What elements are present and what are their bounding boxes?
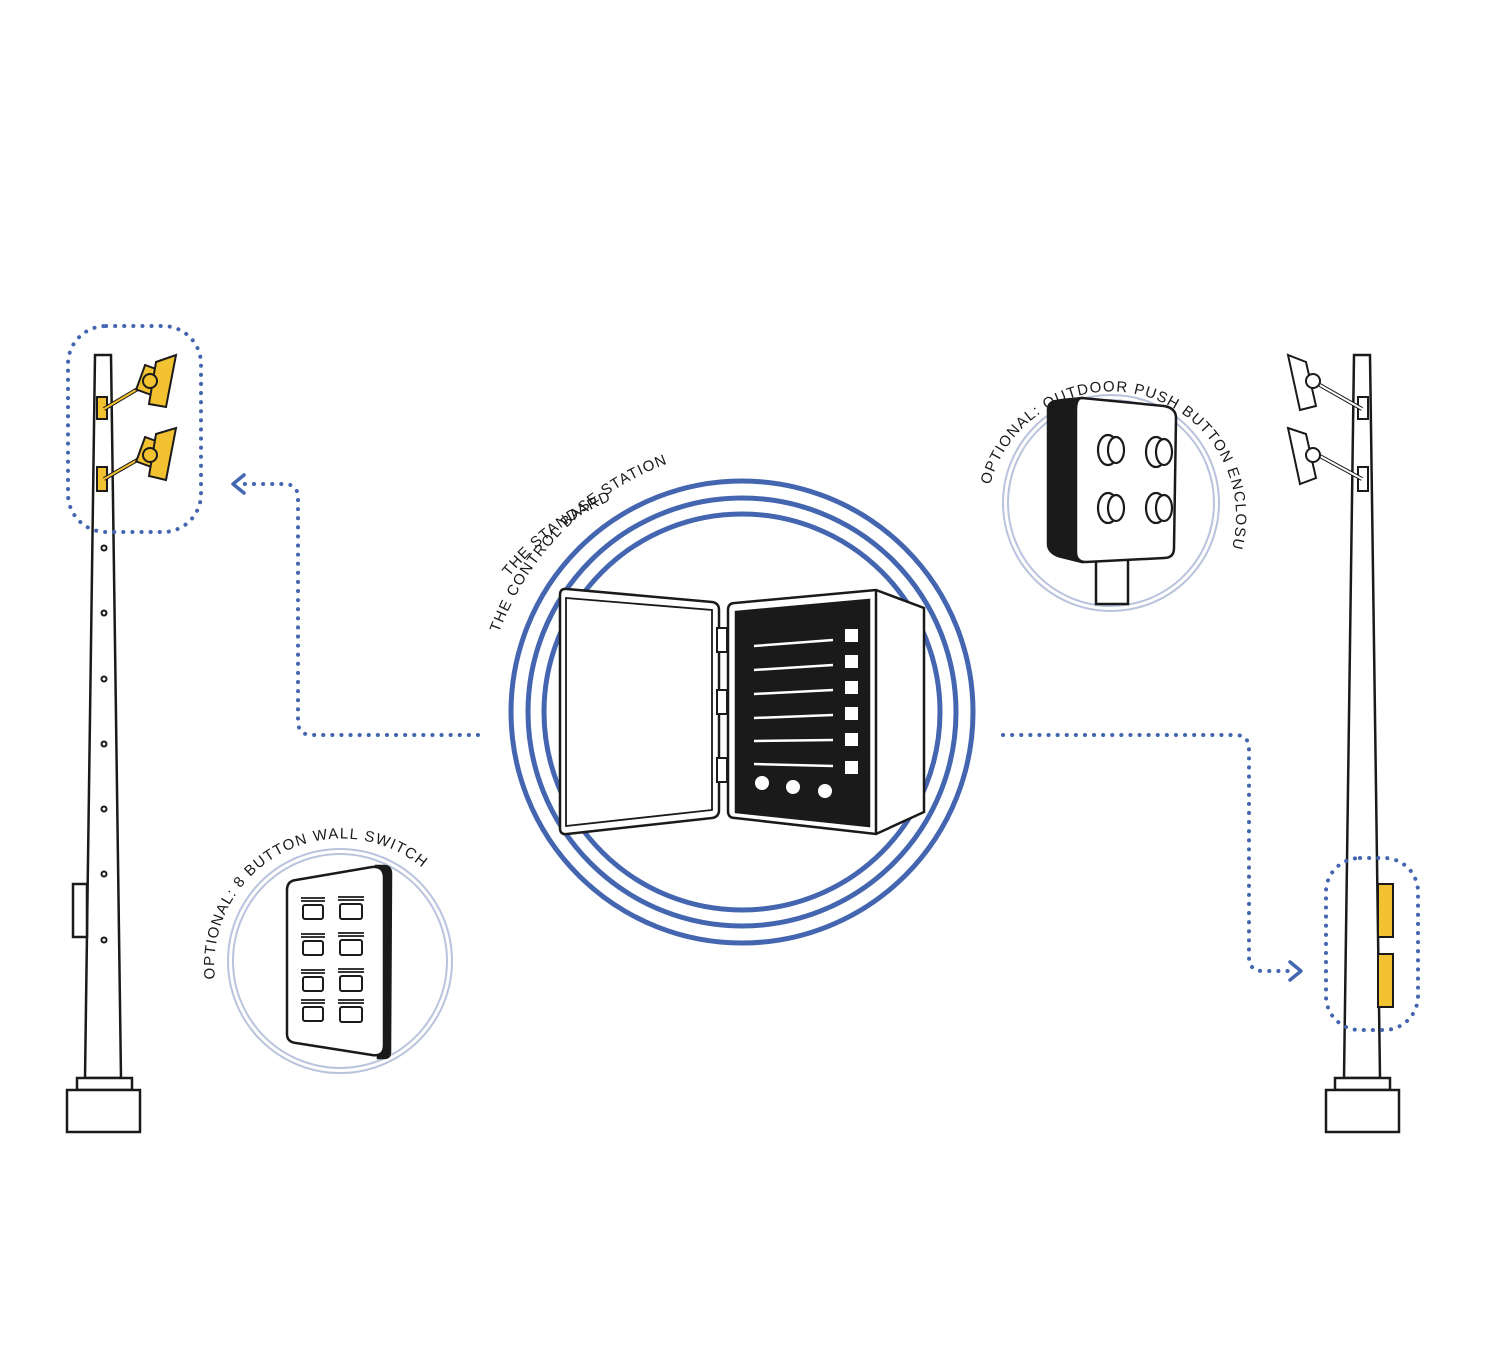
base-station-rings (508, 478, 976, 946)
arrowhead-right-icon (1288, 960, 1303, 982)
left-fixtures-highlight (66, 324, 203, 534)
connector-left-arrow (236, 482, 480, 737)
right-light-fixtures-icon (1286, 353, 1369, 492)
arrowhead-left-icon (231, 473, 246, 495)
wall-switch-rings (227, 848, 453, 1074)
right-receivers-highlight (1324, 856, 1420, 1032)
wall-switch-icon (285, 864, 393, 1060)
right-light-pole-icon (1324, 353, 1401, 1134)
push-button-enclosure-icon (1046, 396, 1178, 606)
left-light-fixtures-icon (96, 353, 178, 492)
right-pole-receivers-icon (1377, 883, 1394, 1008)
connector-right-arrow (1001, 733, 1297, 973)
left-light-pole-icon (65, 353, 142, 1134)
control-box-icon (558, 587, 926, 836)
